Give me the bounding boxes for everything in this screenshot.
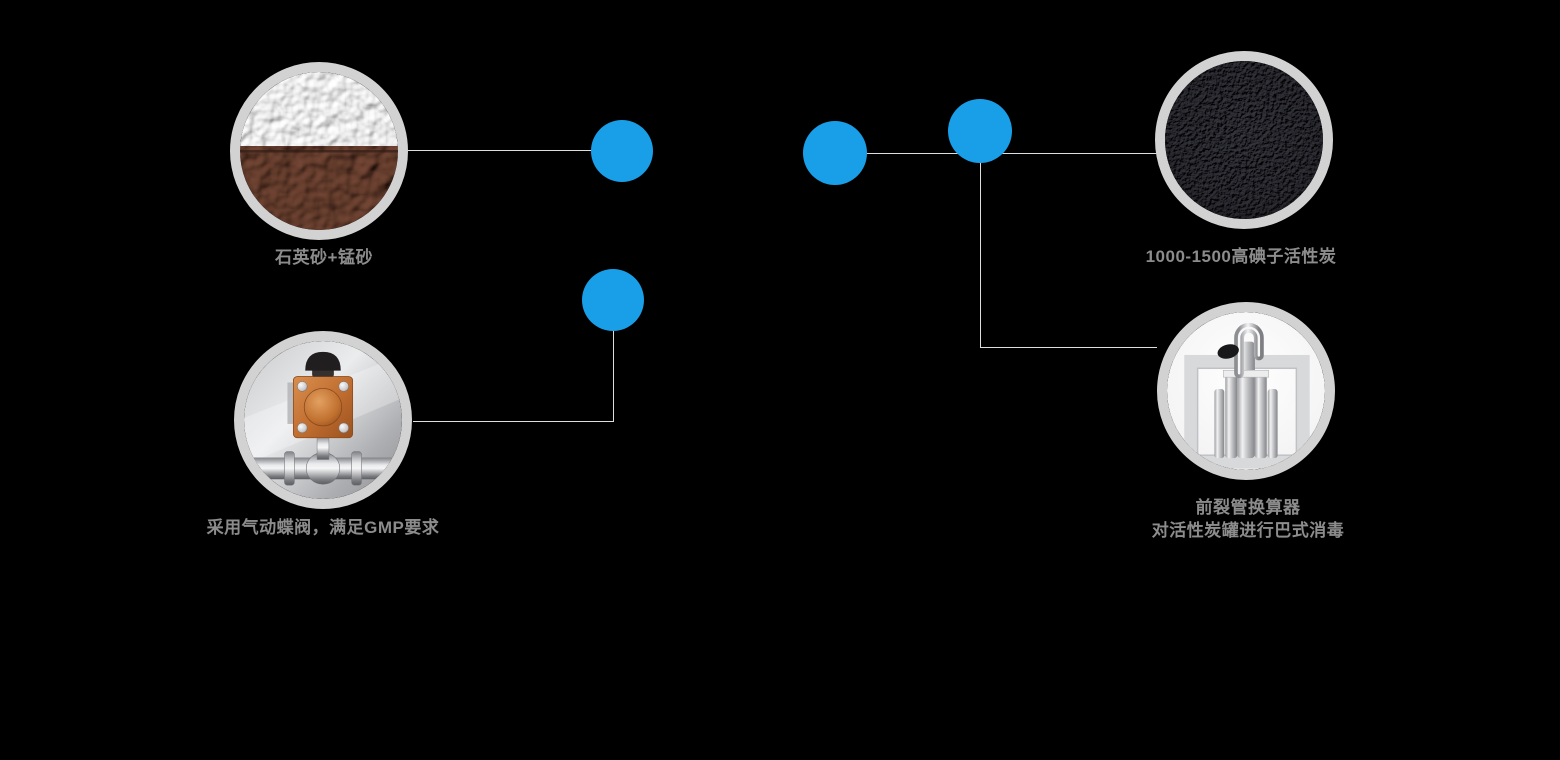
exchanger-seal <box>1217 344 1239 359</box>
connector-line-valve-vertical <box>613 300 614 422</box>
feature-circle-valve <box>234 331 412 509</box>
hotspot-dot-sand <box>591 120 653 182</box>
feature-circle-sand <box>230 62 408 240</box>
connector-line-exchanger-vertical <box>980 131 981 348</box>
sand-caption: 石英砂+锰砂 <box>275 248 373 267</box>
manganese-sand-texture <box>240 150 398 230</box>
connector-line-valve-horizontal <box>413 421 613 422</box>
hotspot-dot-exchanger <box>948 99 1012 163</box>
exchanger-caption-line1: 前裂管换算器 <box>1195 498 1301 517</box>
valve-cap <box>305 351 341 371</box>
connector-line-exchanger-horizontal <box>980 347 1157 348</box>
quartz-sand-texture <box>240 72 398 152</box>
valve-caption: 采用气动蝶阀，满足GMP要求 <box>206 518 440 537</box>
activated-carbon-granules-photo <box>1165 61 1323 219</box>
feature-circle-carbon <box>1155 51 1333 229</box>
pneumatic-butterfly-valve-photo <box>244 341 402 499</box>
exchanger-caption-line2: 对活性炭罐进行巴式消毒 <box>1151 521 1345 540</box>
feature-circle-exchanger <box>1157 302 1335 480</box>
exchanger-caption: 前裂管换算器 对活性炭罐进行巴式消毒 <box>1127 496 1369 542</box>
connector-line-sand <box>405 150 622 151</box>
carbon-caption: 1000-1500高碘子活性炭 <box>1145 247 1337 266</box>
tube-heat-exchanger-photo <box>1167 312 1325 470</box>
quartz-sand-and-manganese-sand-photo <box>240 72 398 230</box>
hotspot-dot-valve <box>582 269 644 331</box>
hotspot-dot-carbon <box>803 121 867 185</box>
